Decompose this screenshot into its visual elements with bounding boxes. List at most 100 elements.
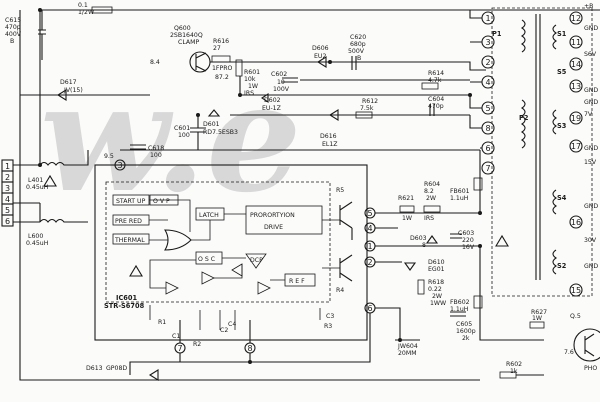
r601-label: R601 — [244, 69, 260, 76]
c1-label: C1 — [172, 333, 180, 340]
c620-type: B — [357, 55, 361, 62]
jw604-value: 20MM — [398, 350, 417, 357]
c615-voltage: 400V — [5, 31, 22, 38]
voltage-label: 9.5 — [104, 153, 114, 160]
l401-value: 0.45uH — [26, 184, 49, 191]
c618-value: 100 — [150, 152, 162, 159]
r604: R604 8.2 2W IRS — [423, 181, 441, 222]
transformer-pin: 17 — [571, 142, 581, 151]
c3-label: C3 — [326, 313, 334, 320]
r5-label: R5 — [336, 187, 344, 194]
ic-pin: 4 — [367, 224, 372, 233]
transformer-pin: 14 — [571, 60, 581, 69]
r601-type: IRS — [244, 90, 254, 97]
secondary-label: S1 — [557, 30, 567, 38]
conn-pin: 5 — [5, 206, 10, 215]
d616: D616 EL1Z — [320, 109, 339, 148]
c604-value: 470p — [428, 103, 444, 110]
d602: D602 EU-1Z — [261, 92, 281, 112]
output-label: +B — [584, 3, 593, 10]
voltage-label: 8.4 — [150, 59, 160, 66]
transformer-pin: 11 — [571, 38, 581, 47]
ic601-label: IC601 — [116, 294, 137, 302]
l600: L600 0.45uH — [26, 218, 88, 247]
c602-voltage: 100V — [273, 86, 290, 93]
fb602-label: FB602 — [450, 299, 470, 306]
ic-block-osc: O S C — [198, 256, 215, 263]
l401-label: L401 — [28, 177, 43, 184]
q600: Q600 2SB1640Q CLAMP 8.4 — [150, 25, 211, 73]
d602-value: EU-1Z — [262, 105, 281, 112]
ic-block-drive: DRIVE — [264, 224, 283, 231]
r614: R614 4.7k — [421, 70, 444, 90]
jw604: JW604 20MM — [395, 339, 420, 357]
transformer: P1 P2 S1 S5 S3 S4 S2 — [491, 7, 593, 297]
transformer-pin: 12 — [571, 14, 581, 23]
r616-label: R616 — [213, 38, 229, 45]
d603-label: D603 — [410, 235, 427, 242]
ic-pin: 2 — [367, 258, 372, 267]
d610-value: EG01 — [428, 266, 445, 273]
r601-value: 10k — [244, 76, 256, 83]
q600-label: Q600 — [174, 25, 191, 32]
ic-pins: 3 5 4 1 2 6 7 8 — [114, 159, 376, 354]
transformer-pin: 2 — [485, 58, 490, 67]
d616-label: D616 — [320, 133, 337, 140]
ic-block-proportion: PRORORTYION — [250, 212, 295, 219]
c4-label: C4 — [228, 321, 236, 328]
ic-pin: 8 — [247, 344, 252, 353]
d601-label: D601 — [203, 121, 220, 128]
d617: D617 JV(15) — [56, 79, 83, 101]
ic-block-dcp: DCP — [250, 257, 263, 264]
c602-label: C602 — [271, 71, 287, 78]
transformer-pin: 1 — [485, 14, 490, 23]
ic-block-latch: LATCH — [199, 212, 219, 219]
c601-label: C601 — [174, 125, 190, 132]
c601: C601 100 — [174, 115, 206, 150]
transformer-pin: 6 — [485, 144, 490, 153]
transformer-pin: 7 — [485, 164, 490, 173]
c602: C602 10 100V — [271, 71, 298, 93]
r618: R618 0.22 2W 1WW — [417, 279, 446, 307]
l401: L401 0.45uH — [26, 150, 89, 191]
transformer-pin: 19 — [571, 114, 581, 123]
d606-value: EU2 — [314, 53, 326, 60]
ic-block-ovp: O V P — [153, 198, 170, 205]
output-label: 30V — [584, 237, 597, 244]
transformer-pin: 3 — [485, 38, 490, 47]
voltage-label: Q.5 — [570, 313, 581, 320]
c615: C615 470p 400V B — [5, 10, 46, 60]
c618: C618 100 9.5 — [104, 144, 164, 160]
photo-coupler — [573, 328, 600, 362]
ic-pin: 7 — [177, 344, 182, 353]
ic601-part: STR-S6708 — [104, 302, 145, 310]
output-label: S6V — [584, 51, 597, 58]
d617-value: JV(15) — [63, 87, 83, 94]
output-label: 15V — [584, 159, 597, 166]
d602-label: D602 — [264, 97, 281, 104]
or-gate — [164, 229, 192, 251]
r618-type: 1WW — [430, 300, 446, 307]
watermark: w.e — [40, 50, 302, 226]
c620-label: C620 — [350, 34, 366, 41]
r602-label: R602 — [506, 361, 522, 368]
voltage-label: 7.6 — [564, 349, 574, 356]
c603-value: 220 — [462, 237, 474, 244]
d617-label: D617 — [60, 79, 77, 86]
secondary-label: S5 — [557, 68, 567, 76]
output-label: GND — [584, 203, 598, 210]
ic-block-ref: R E F — [289, 278, 305, 285]
d616-value: EL1Z — [322, 141, 338, 148]
c620-value: 680p — [350, 41, 366, 48]
c604-label: C604 — [428, 96, 444, 103]
r621-value: 1W — [402, 215, 412, 222]
ic-block-startup: START UP — [116, 198, 146, 205]
fb602: FB602 1.1uH — [450, 295, 483, 313]
l600-value: 0.45uH — [26, 240, 49, 247]
primary-1-label: P1 — [492, 30, 502, 38]
output-labels: +B GND S6V GND GND 7V GND 15V GND 30V GN… — [584, 3, 598, 270]
output-label: GND — [584, 263, 598, 270]
output-label: GND — [584, 25, 598, 32]
r627: R627 1W — [529, 309, 547, 329]
